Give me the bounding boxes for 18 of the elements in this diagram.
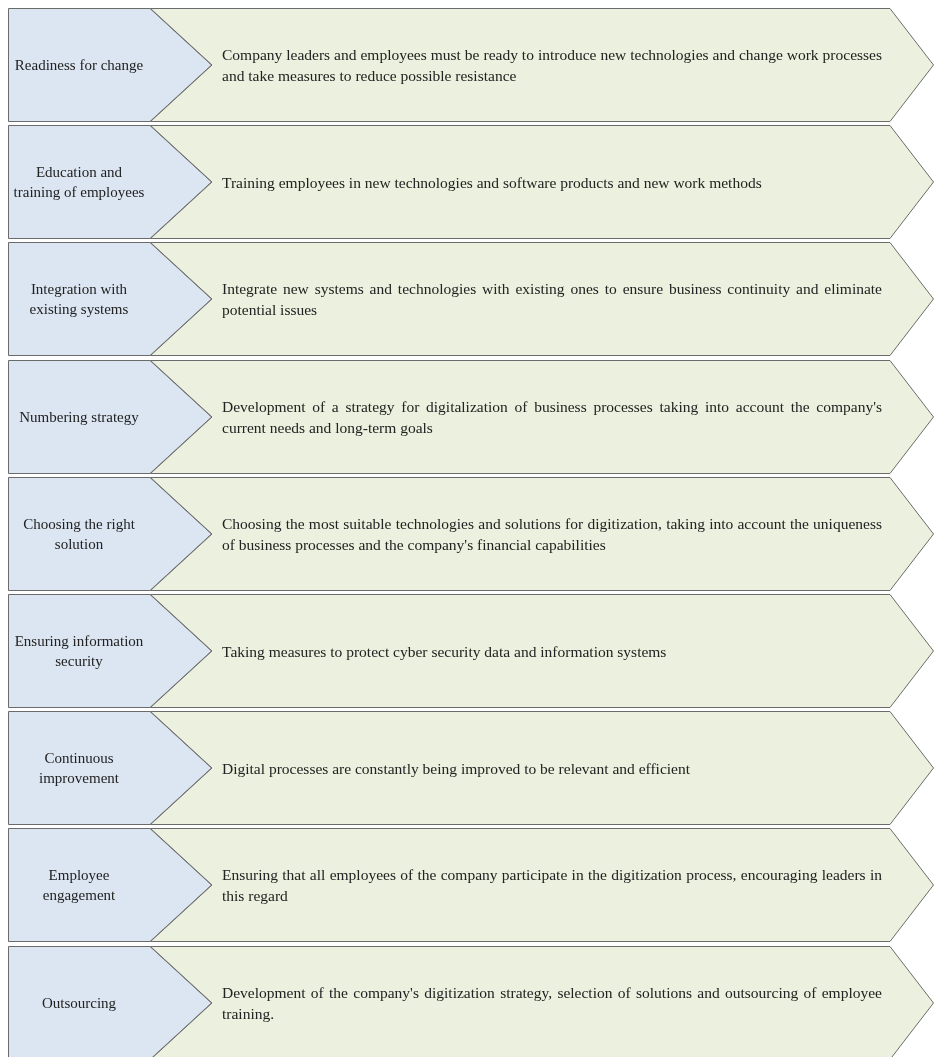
step-label: Ensuring information security — [13, 632, 145, 671]
step-label: Education and training of employees — [12, 163, 146, 203]
step-label: Employee engagement — [41, 866, 117, 906]
step-description: Digital processes are constantly being improved to be relevant and efficient — [222, 758, 690, 779]
step-label: Numbering strategy — [19, 407, 139, 427]
step-description: Development of a strategy for digitalization of business processes taking into account the company's current needs and long-term goals — [222, 396, 882, 438]
step-description: Ensuring that all employees of the company participate in the digitization process, encouraging leaders in this regard — [222, 865, 882, 907]
step-label: Integration with existing systems — [28, 280, 130, 320]
step-label: Choosing the right solution — [22, 514, 136, 554]
step-description: Development of the company's digitization strategy, selection of solutions and outsourcing of employee training. — [222, 982, 882, 1024]
step-description: Integrate new systems and technologies with existing ones to ensure business continuity and eliminate potential issues — [222, 279, 882, 321]
step-label: Outsourcing — [41, 993, 117, 1013]
step-label: Readiness for change — [14, 56, 144, 75]
step-description: Taking measures to protect cyber security data and information systems — [222, 641, 667, 662]
step-description: Training employees in new technologies and software products and new work methods — [222, 172, 762, 193]
step-description: Company leaders and employees must be ready to introduce new technologies and change work processes and take measures to reduce possible resistance — [222, 45, 882, 86]
step-description: Choosing the most suitable technologies and solutions for digitization, taking into account the uniqueness of business processes and the company's financial capabilities — [222, 513, 882, 555]
step-label: Continuous improvement — [38, 749, 120, 789]
